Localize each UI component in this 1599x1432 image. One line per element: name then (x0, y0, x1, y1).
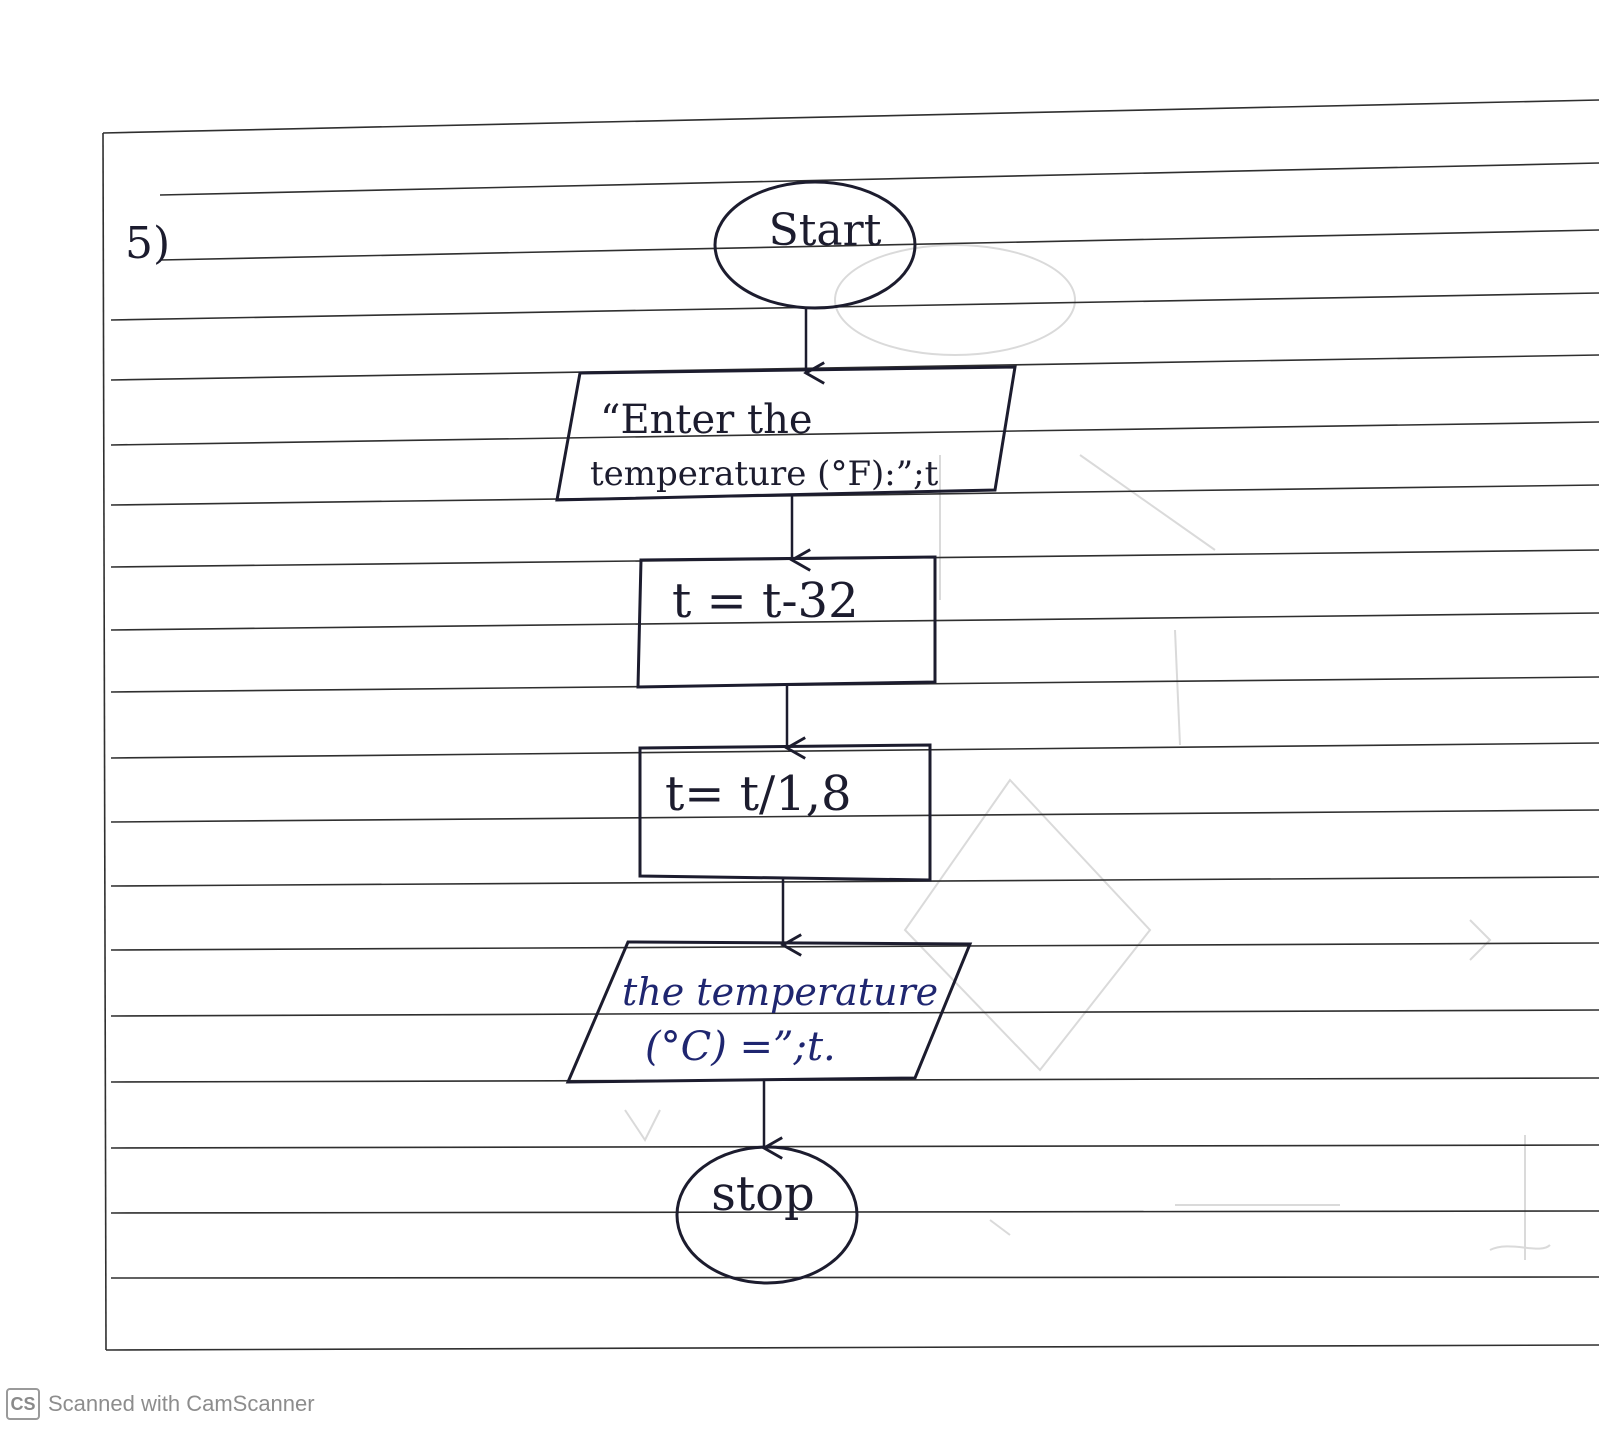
stop-label: stop (711, 1166, 815, 1222)
process-box-divide: t= t/1,8 (638, 743, 932, 882)
process1-text: t = t-32 (672, 573, 859, 629)
start-terminator: Start (713, 180, 917, 310)
ruled-lines (102, 99, 1599, 1351)
output-text-line1: the temperature (622, 970, 938, 1014)
question-number: 5) (125, 218, 170, 269)
input-text-line2: temperature (°F):”;t (590, 454, 939, 494)
input-parallelogram: “Enter the temperature (°F):”;t (555, 365, 1017, 502)
stop-terminator: stop (675, 1145, 859, 1285)
camscanner-label: Scanned with CamScanner (48, 1391, 315, 1416)
input-text-line1: “Enter the (600, 397, 813, 443)
scanner-watermark: CS Scanned with CamScanner (6, 1384, 315, 1424)
process-box-subtract: t = t-32 (636, 555, 937, 689)
camscanner-logo: CS (6, 1388, 40, 1420)
output-parallelogram: the temperature (°C) =”;t. (565, 940, 973, 1084)
output-text-line2: (°C) =”;t. (645, 1024, 836, 1070)
process2-text: t= t/1,8 (665, 766, 852, 822)
start-label: Start (769, 205, 882, 256)
